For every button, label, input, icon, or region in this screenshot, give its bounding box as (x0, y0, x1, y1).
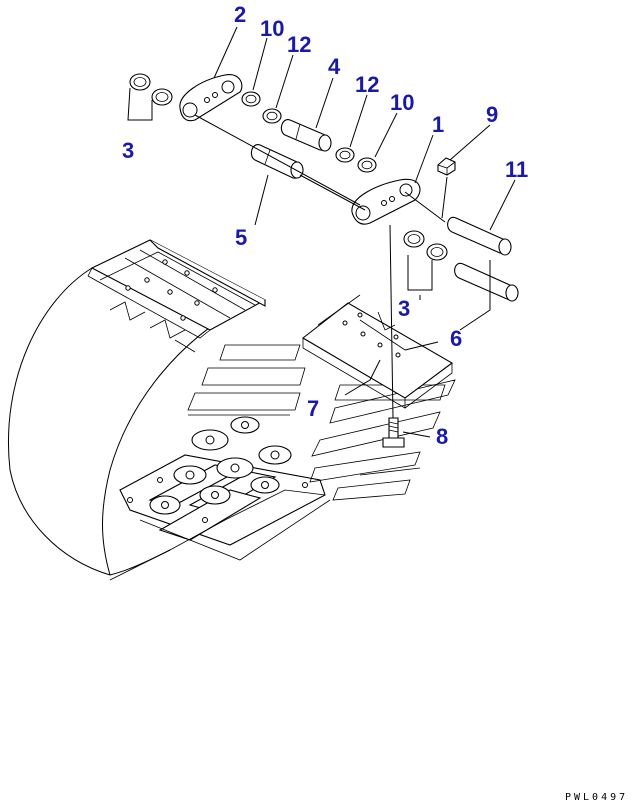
callout-9: 9 (486, 102, 498, 127)
spacer-part-12-upper (262, 108, 282, 124)
spacer-part-12-lower (335, 147, 355, 163)
track-assembly (8, 239, 331, 581)
callout-labels: 1 2 3 3 4 5 6 7 8 9 10 10 11 12 12 (122, 2, 528, 449)
callout-3-lower: 3 (398, 296, 410, 321)
callout-6: 6 (450, 326, 462, 351)
link-part-2 (179, 74, 243, 122)
callout-2: 2 (234, 2, 246, 27)
seal-part-10-upper (241, 91, 261, 107)
callout-11: 11 (505, 157, 528, 182)
bushing-part-4 (280, 119, 332, 152)
callout-5: 5 (235, 225, 247, 250)
seal-part-3-upper (129, 73, 173, 106)
shoe-bolt-holes (125, 259, 218, 321)
nut-part-9 (437, 157, 456, 176)
pin-part-11-upper (447, 216, 512, 256)
bolt-part-8 (382, 417, 405, 448)
callout-4: 4 (328, 54, 341, 79)
track-shoe-part-7 (302, 294, 453, 409)
callout-7: 7 (307, 396, 319, 421)
pin-part-11-lower (454, 262, 519, 302)
callout-10-lower: 10 (390, 90, 414, 115)
callout-3-upper: 3 (122, 138, 134, 163)
callout-12-lower: 12 (355, 72, 379, 97)
seal-part-10-lower (357, 157, 377, 173)
drawing-code: PWL0497 (565, 792, 628, 803)
lower-chain-links (109, 416, 331, 581)
callout-12-upper: 12 (287, 32, 311, 57)
callout-10-upper: 10 (260, 16, 284, 41)
callout-1: 1 (432, 112, 444, 137)
seal-part-3-lower (403, 230, 448, 261)
leader-lines (127, 26, 516, 438)
link-part-1 (351, 178, 421, 225)
callout-8: 8 (436, 424, 448, 449)
